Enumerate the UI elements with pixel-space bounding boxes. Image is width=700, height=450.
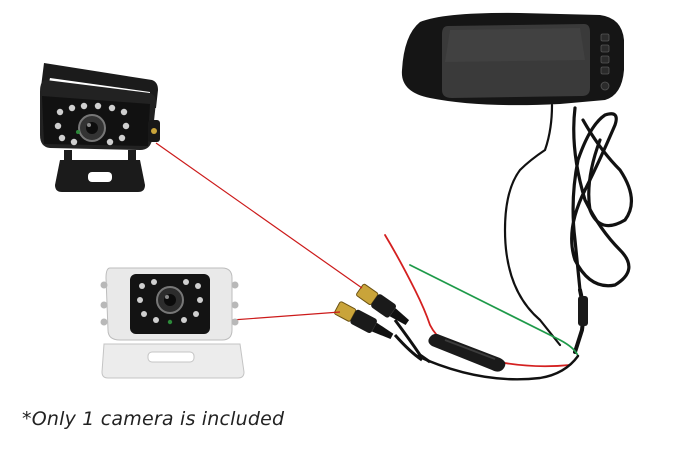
black-backup-camera [40,63,160,192]
monitor-buttons [600,33,610,91]
power-button [600,81,610,91]
disclaimer-caption: *Only 1 camera is included [22,408,285,430]
mirror-monitor [401,12,624,106]
connector-plug [334,301,394,340]
ir-leds [54,102,130,146]
monitor-cables [503,103,633,354]
connector-plug [356,283,410,325]
white-backup-camera [100,267,245,379]
black-power-wire [413,353,580,381]
fuse-holder [428,333,506,372]
red-power-wire [384,234,571,368]
ir-leds [137,279,203,323]
monitor-button [600,33,610,42]
monitor-button [600,55,610,64]
power-wires [384,234,580,381]
white-camera-link-line [231,311,341,321]
green-power-wire [409,264,579,357]
monitor-button [600,44,610,53]
camera-link-lines [155,142,363,321]
black-camera-link-line [155,142,363,289]
connector-plugs [334,283,431,364]
monitor-button [600,66,610,75]
